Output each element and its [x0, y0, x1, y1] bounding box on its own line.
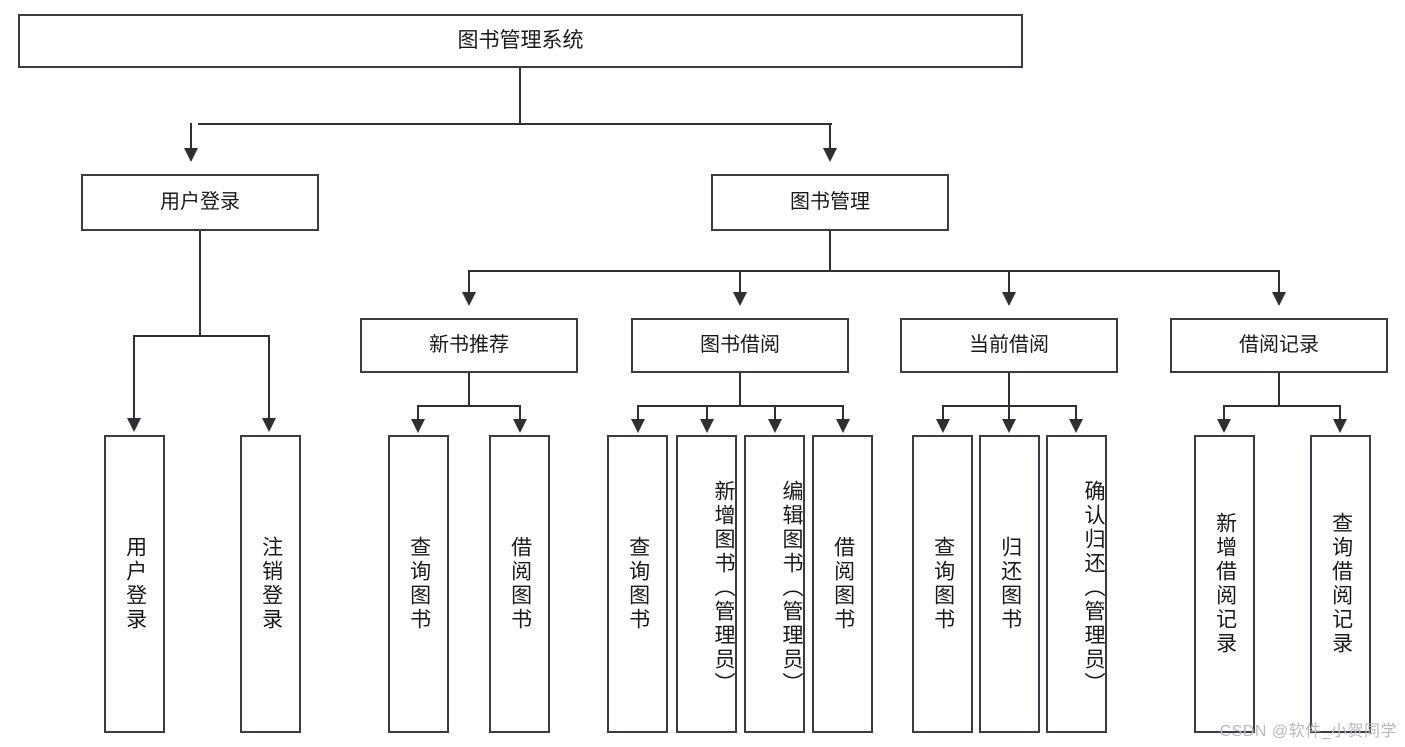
- node-label: 查询图书: [407, 536, 431, 632]
- arrow-new-book: [462, 292, 476, 306]
- node-borrow-record[interactable]: 借阅记录: [1170, 318, 1388, 373]
- leaf-cb-return-book[interactable]: 归还图书: [979, 435, 1040, 733]
- connector-br-stem: [1278, 373, 1280, 406]
- connector-drop-leaf-logout: [268, 335, 270, 420]
- arrow-leaf-logout: [262, 418, 276, 432]
- node-label: 图书借阅: [700, 334, 780, 356]
- arrow-user-login: [184, 148, 198, 162]
- leaf-nb-query-book[interactable]: 查询图书: [388, 435, 449, 733]
- connector-drop-leaf-user-login: [133, 335, 135, 420]
- connector-drop-new-book: [468, 270, 470, 294]
- leaf-bb-query-book[interactable]: 查询图书: [607, 435, 668, 733]
- connector-drop-cb-1: [942, 405, 944, 421]
- connector-drop-book-borrow: [739, 270, 741, 294]
- connector-root-stem: [519, 68, 521, 124]
- arrow-br-2: [1333, 419, 1347, 433]
- arrow-cb-1: [936, 419, 950, 433]
- node-label: 查询借阅记录: [1329, 512, 1353, 656]
- connector-book-manage-bar: [468, 270, 1280, 272]
- arrow-br-1: [1217, 419, 1231, 433]
- node-label: 新增借阅记录: [1213, 512, 1237, 656]
- watermark: CSDN @软件_小贺同学: [1219, 723, 1397, 740]
- arrow-leaf-user-login: [127, 418, 141, 432]
- node-label: 查询图书: [626, 536, 650, 632]
- connector-drop-user-login: [190, 123, 192, 151]
- connector-drop-bb-3: [774, 405, 776, 421]
- arrow-bb-2: [700, 419, 714, 433]
- arrow-nb-2: [513, 419, 527, 433]
- arrow-borrow-record: [1272, 292, 1286, 306]
- connector-drop-br-2: [1339, 405, 1341, 421]
- node-label: 查询图书: [931, 536, 955, 632]
- connector-user-login-bar: [133, 335, 269, 337]
- connector-drop-cb-3: [1075, 405, 1077, 421]
- arrow-bb-1: [631, 419, 645, 433]
- connector-root-bar: [198, 123, 832, 125]
- node-label: 用户登录: [123, 536, 147, 632]
- node-label: 确认归还（管理员）: [1082, 480, 1105, 696]
- node-new-book-recommend[interactable]: 新书推荐: [360, 318, 578, 373]
- leaf-cb-confirm-return-admin[interactable]: 确认归还（管理员）: [1046, 435, 1107, 733]
- arrow-cb-2: [1002, 419, 1016, 433]
- connector-drop-current-borrow: [1008, 270, 1010, 294]
- connector-drop-bb-1: [637, 405, 639, 421]
- connector-book-manage-stem: [829, 231, 831, 271]
- arrow-bb-4: [836, 419, 850, 433]
- node-current-borrow[interactable]: 当前借阅: [900, 318, 1118, 373]
- leaf-bb-borrow-book[interactable]: 借阅图书: [812, 435, 873, 733]
- connector-cb-stem: [1008, 373, 1010, 406]
- arrow-book-manage: [823, 148, 837, 162]
- connector-br-bar: [1223, 405, 1340, 407]
- arrow-cb-3: [1069, 419, 1083, 433]
- node-label: 借阅图书: [508, 536, 532, 632]
- leaf-logout[interactable]: 注销登录: [240, 435, 301, 733]
- arrow-book-borrow: [733, 292, 747, 306]
- leaf-user-login[interactable]: 用户登录: [104, 435, 165, 733]
- connector-drop-bb-4: [842, 405, 844, 421]
- connector-drop-cb-2: [1008, 405, 1010, 421]
- connector-drop-nb-1: [417, 405, 419, 421]
- node-label: 编辑图书（管理员）: [780, 480, 803, 696]
- node-book-manage[interactable]: 图书管理: [711, 174, 949, 231]
- connector-drop-borrow-record: [1278, 270, 1280, 294]
- leaf-cb-query-book[interactable]: 查询图书: [912, 435, 973, 733]
- connector-bb-stem: [739, 373, 741, 406]
- connector-new-book-stem: [468, 373, 470, 406]
- node-root-system[interactable]: 图书管理系统: [18, 14, 1023, 68]
- node-book-borrow[interactable]: 图书借阅: [631, 318, 849, 373]
- connector-new-book-bar: [417, 405, 521, 407]
- leaf-br-add-record[interactable]: 新增借阅记录: [1194, 435, 1255, 733]
- arrow-nb-1: [411, 419, 425, 433]
- connector-drop-nb-2: [519, 405, 521, 421]
- connector-bb-bar: [637, 405, 844, 407]
- leaf-br-query-record[interactable]: 查询借阅记录: [1310, 435, 1371, 733]
- node-label: 注销登录: [259, 536, 283, 632]
- arrow-bb-3: [768, 419, 782, 433]
- node-label: 图书管理系统: [457, 28, 584, 52]
- node-user-login[interactable]: 用户登录: [81, 174, 319, 231]
- connector-drop-bb-2: [706, 405, 708, 421]
- node-label: 借阅记录: [1239, 334, 1319, 356]
- node-label: 新书推荐: [429, 334, 509, 356]
- node-label: 新增图书（管理员）: [712, 480, 735, 696]
- leaf-bb-edit-book-admin[interactable]: 编辑图书（管理员）: [744, 435, 805, 733]
- connector-drop-book-manage: [829, 123, 831, 151]
- node-label: 当前借阅: [969, 334, 1049, 356]
- connector-user-login-stem: [199, 231, 201, 336]
- node-label: 用户登录: [160, 191, 240, 213]
- arrow-current-borrow: [1002, 292, 1016, 306]
- node-label: 借阅图书: [831, 536, 855, 632]
- node-label: 归还图书: [998, 536, 1022, 632]
- leaf-nb-borrow-book[interactable]: 借阅图书: [489, 435, 550, 733]
- leaf-bb-add-book-admin[interactable]: 新增图书（管理员）: [676, 435, 737, 733]
- node-label: 图书管理: [790, 191, 870, 213]
- connector-drop-br-1: [1223, 405, 1225, 421]
